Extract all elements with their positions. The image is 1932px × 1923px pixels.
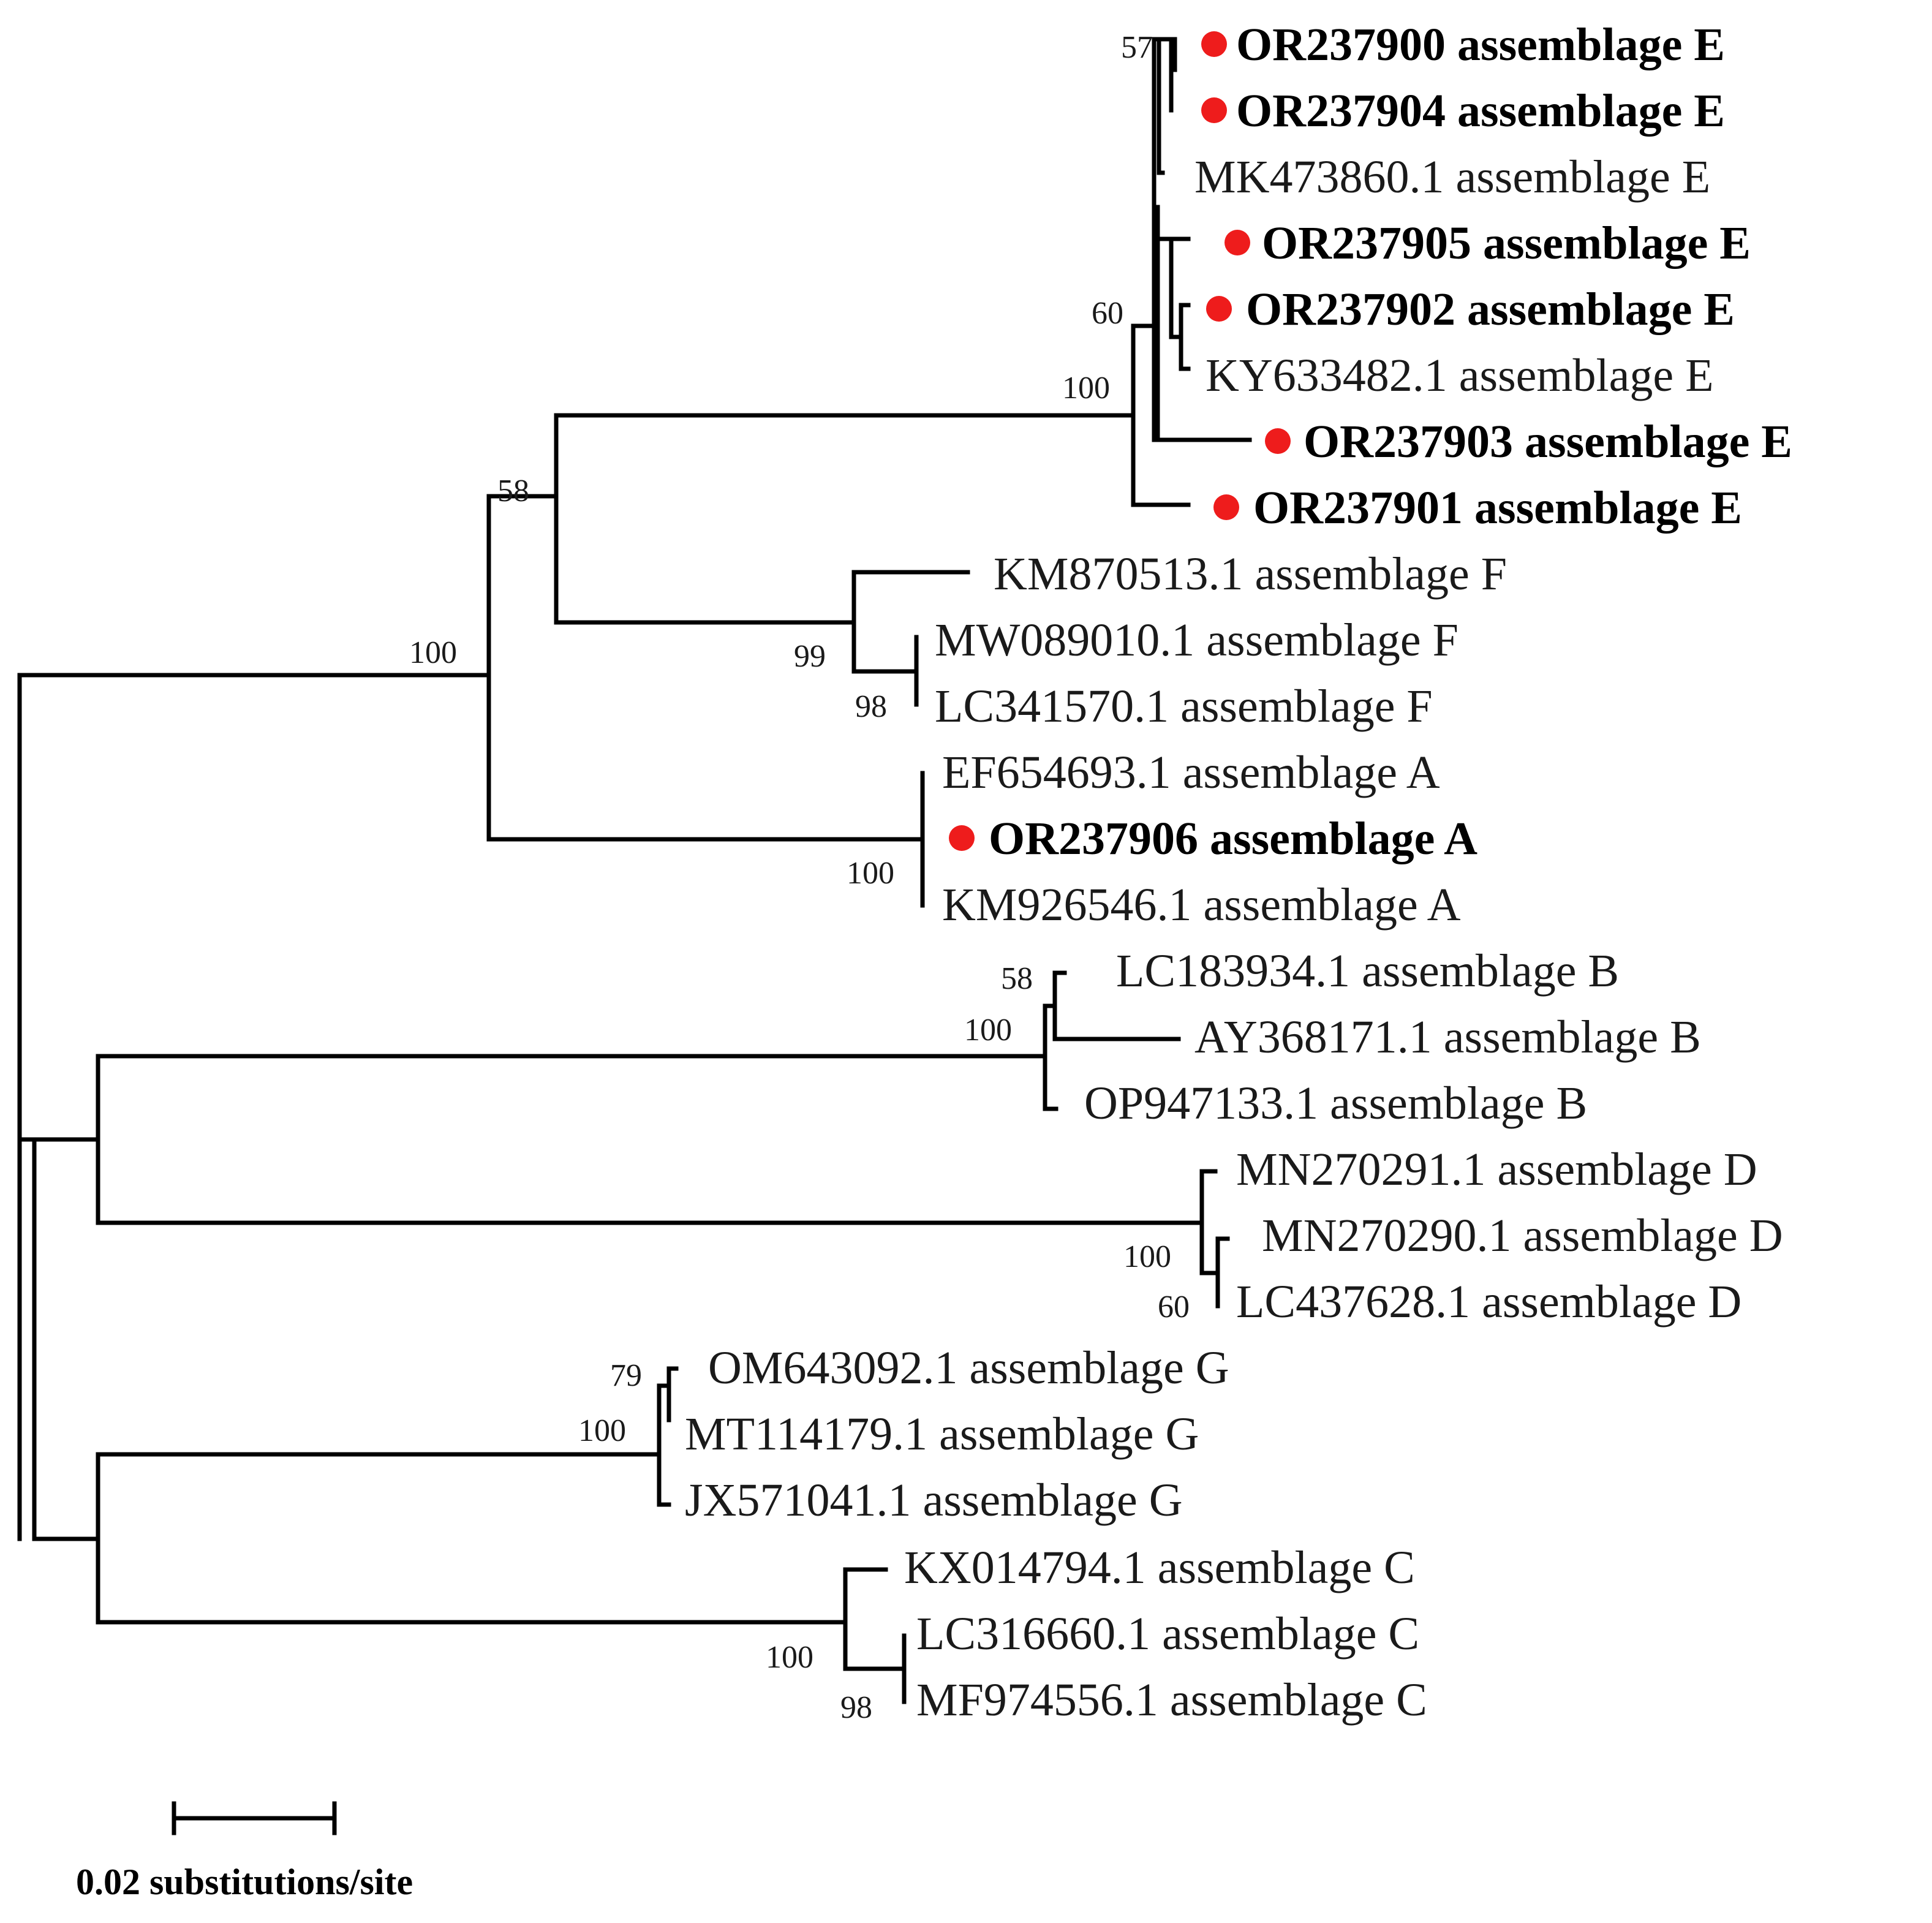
taxon-label: OR237900 assemblage E xyxy=(1236,19,1725,70)
taxon-label: MF974556.1 assemblage C xyxy=(916,1674,1427,1726)
bootstrap-value: 60 xyxy=(1158,1290,1190,1324)
bootstrap-value: 98 xyxy=(855,689,887,724)
taxon-label: LC341570.1 assemblage F xyxy=(935,681,1433,732)
sample-markers xyxy=(949,31,1291,851)
taxon-label: AY368171.1 assemblage B xyxy=(1194,1011,1701,1063)
sample-marker-dot xyxy=(1265,428,1291,454)
taxon-label: LC437628.1 assemblage D xyxy=(1236,1276,1741,1328)
taxon-label: MW089010.1 assemblage F xyxy=(935,614,1458,666)
tree-branches xyxy=(17,37,1252,1704)
bootstrap-value: 100 xyxy=(964,1013,1012,1048)
taxon-label: KM870513.1 assemblage F xyxy=(994,548,1507,600)
bootstrap-value: 99 xyxy=(794,639,826,674)
bootstrap-value: 100 xyxy=(1123,1239,1171,1274)
taxon-label: OM643092.1 assemblage G xyxy=(708,1342,1229,1394)
taxon-label: OR237904 assemblage E xyxy=(1236,85,1725,137)
bootstrap-value: 79 xyxy=(610,1358,642,1393)
taxon-label: MN270291.1 assemblage D xyxy=(1236,1144,1757,1195)
taxon-label: KM926546.1 assemblage A xyxy=(942,879,1461,931)
sample-marker-dot xyxy=(1224,230,1250,255)
sample-marker-dot xyxy=(949,825,975,851)
taxon-label: MN270290.1 assemblage D xyxy=(1262,1210,1783,1261)
taxon-label: MK473860.1 assemblage E xyxy=(1194,151,1710,203)
bootstrap-value: 58 xyxy=(497,474,529,508)
bootstrap-value: 58 xyxy=(1001,961,1033,996)
taxon-label: OR237902 assemblage E xyxy=(1246,284,1735,335)
taxon-label: OR237901 assemblage E xyxy=(1253,482,1742,534)
bootstrap-value: 57 xyxy=(1121,30,1153,65)
taxon-label: OR237905 assemblage E xyxy=(1262,217,1751,269)
taxon-label: KY633482.1 assemblage E xyxy=(1206,350,1714,401)
bootstrap-value: 100 xyxy=(847,856,894,891)
bootstrap-value: 100 xyxy=(1062,371,1110,406)
taxon-label: OP947133.1 assemblage B xyxy=(1084,1078,1587,1129)
bootstrap-support-values: 57 60 100 58 100 99 98 100 58 100 100 60 79 100 100 98 xyxy=(409,30,1190,1725)
bootstrap-value: 60 xyxy=(1092,296,1123,331)
taxon-label: JX571041.1 assemblage G xyxy=(685,1475,1183,1526)
taxon-label: OR237906 assemblage A xyxy=(989,813,1477,864)
taxon-label: EF654693.1 assemblage A xyxy=(942,747,1440,798)
scale-bar-label: 0.02 substitutions/site xyxy=(76,1862,413,1902)
bootstrap-value: 100 xyxy=(409,635,457,670)
bootstrap-value: 100 xyxy=(578,1413,626,1448)
bootstrap-value: 98 xyxy=(840,1690,872,1725)
taxon-label: LC316660.1 assemblage C xyxy=(916,1608,1419,1660)
sample-marker-dot xyxy=(1201,97,1227,123)
taxon-label: MT114179.1 assemblage G xyxy=(685,1408,1199,1460)
taxon-label: KX014794.1 assemblage C xyxy=(904,1542,1415,1593)
taxon-label: OR237903 assemblage E xyxy=(1304,416,1792,467)
scale-bar: 0.02 substitutions/site xyxy=(76,1801,413,1902)
sample-marker-dot xyxy=(1206,296,1232,322)
taxon-label: LC183934.1 assemblage B xyxy=(1116,945,1619,997)
sample-marker-dot xyxy=(1213,494,1239,520)
taxon-labels: OR237900 assemblage E OR237904 assemblage… xyxy=(685,19,1792,1726)
sample-marker-dot xyxy=(1201,31,1227,57)
bootstrap-value: 100 xyxy=(766,1640,813,1675)
